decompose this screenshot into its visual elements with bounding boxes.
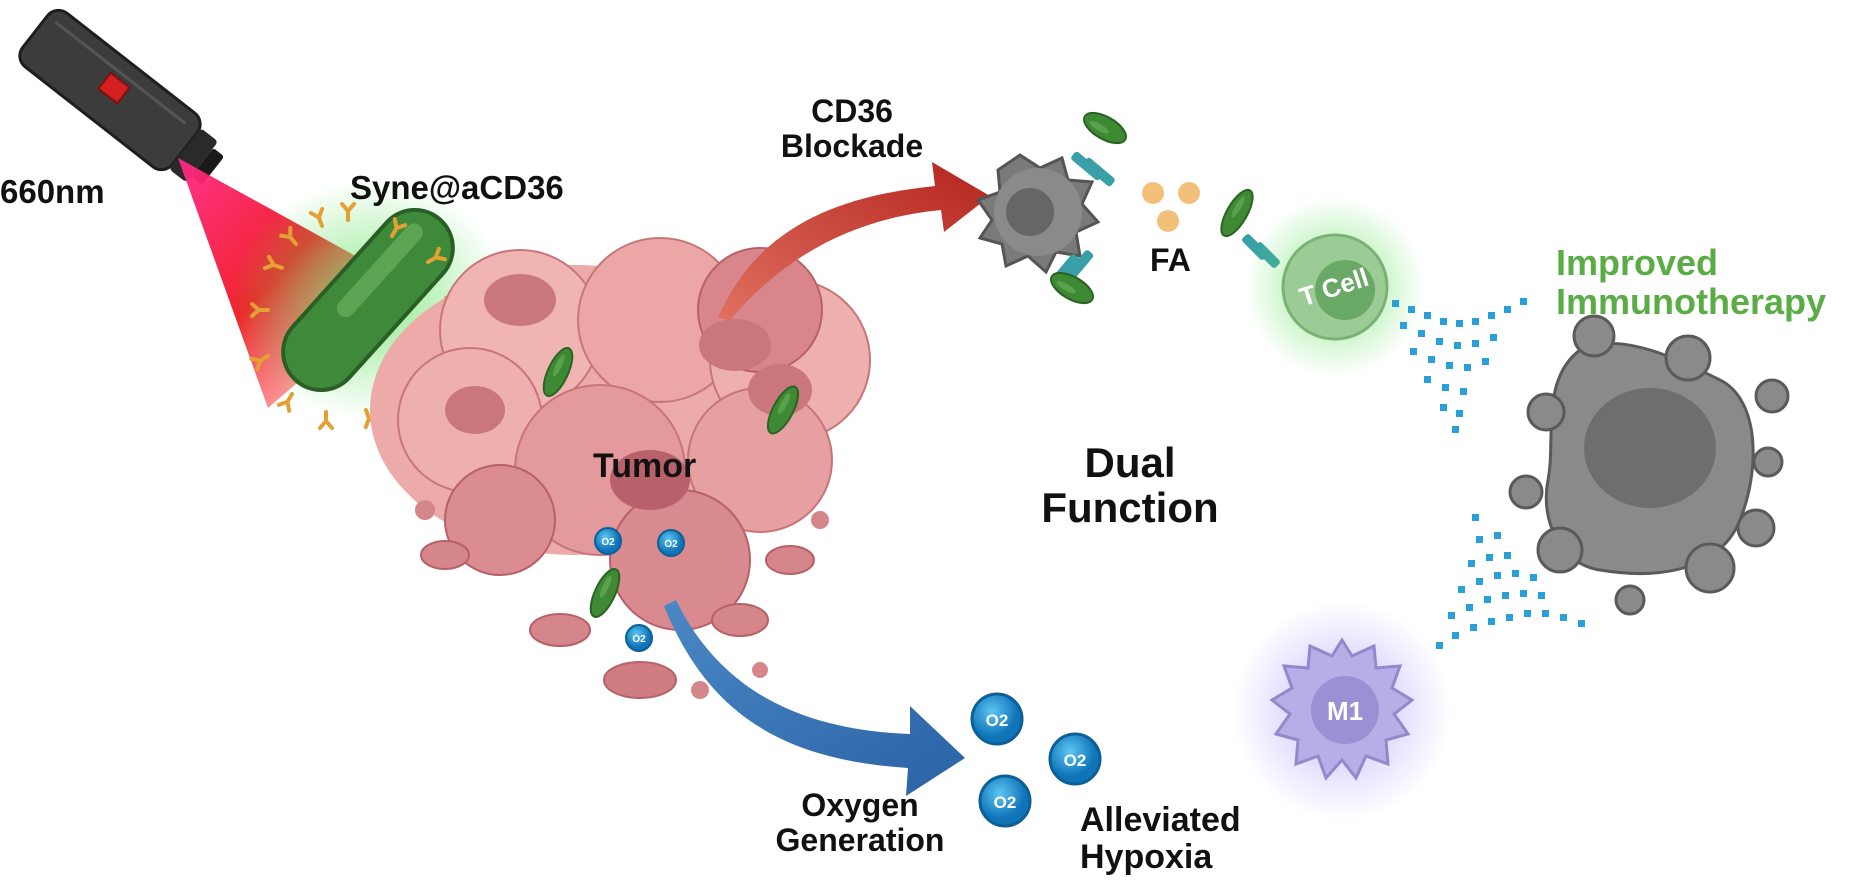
t-cell-spray: [1392, 298, 1527, 433]
tumor-label: Tumor: [593, 447, 697, 485]
oxygen-generation-label: Oxygen Generation: [760, 788, 960, 857]
dual-label-line2: Function: [1041, 484, 1219, 532]
m1-spray: [1436, 514, 1585, 649]
improved-immunotherapy-label: Improved Immunotherapy: [1556, 242, 1827, 322]
o2-text: O2: [1064, 751, 1087, 770]
improved-label-line1: Improved: [1556, 242, 1719, 283]
cd36-label-line1: CD36: [811, 93, 893, 129]
dying-tumor-cell: [1508, 314, 1790, 616]
o2-text: O2: [601, 537, 615, 548]
laser-device: [18, 8, 224, 184]
cd36-arrow: [718, 162, 990, 320]
cd36-blockade-label: CD36 Blockade: [762, 94, 942, 163]
oxygen-arrow: [664, 600, 965, 796]
cd36-label-line2: Blockade: [780, 127, 924, 164]
o2-text: O2: [986, 711, 1009, 730]
agent-label: Syne@aCD36: [350, 169, 564, 206]
macrophage-cd36: [975, 153, 1101, 275]
hypoxia-label-line2: Hypoxia: [1080, 837, 1213, 876]
oxygen-label-line1: Oxygen: [801, 787, 919, 823]
fatty-acid-particles: [1142, 182, 1200, 232]
o2-text: O2: [632, 634, 646, 645]
tumor-oxygen: O2 O2 O2: [594, 527, 685, 652]
o2-text: O2: [994, 793, 1017, 812]
alleviated-hypoxia-label: Alleviated Hypoxia: [1080, 802, 1241, 875]
generated-oxygen: O2 O2 O2: [970, 692, 1102, 828]
oxygen-label-line2: Generation: [775, 821, 945, 858]
m1-macrophage: [1232, 601, 1452, 821]
fatty-acid-label: FA: [1150, 242, 1191, 278]
hypoxia-label-line1: Alleviated: [1080, 801, 1241, 839]
t-cell: [1245, 197, 1425, 377]
wavelength-label: 660nm: [0, 173, 105, 210]
o2-text: O2: [664, 539, 678, 550]
improved-label-line2: Immunotherapy: [1556, 280, 1827, 322]
dual-function-label: Dual Function: [1015, 440, 1245, 531]
dual-label-line1: Dual: [1084, 439, 1176, 486]
m1-label: M1: [1327, 696, 1363, 726]
